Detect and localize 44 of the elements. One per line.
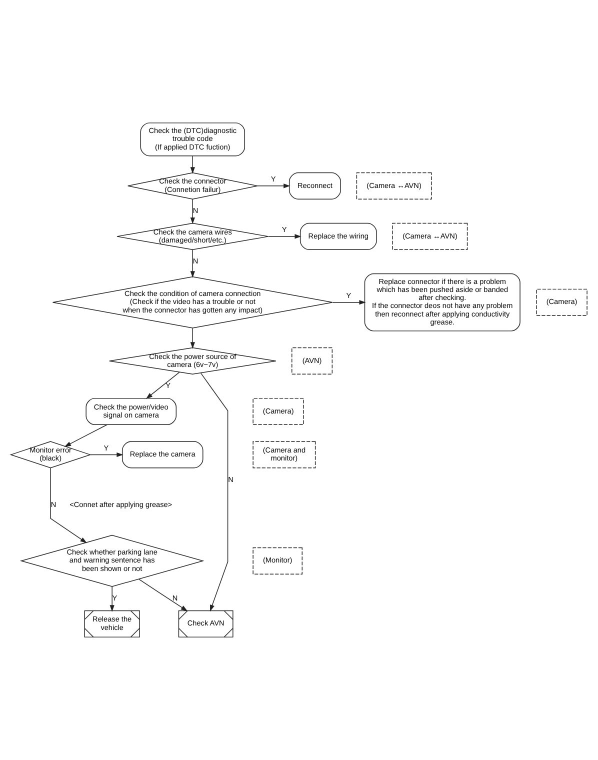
node-diamond: Check whether parking lane and warning sentence has been shown or not (20, 534, 204, 587)
edge-label: N (50, 500, 56, 510)
node-box: (AVN) (292, 347, 333, 374)
node-diamond: Check the condition of camera connection (Check if the video has a trouble or not when the connector has gotten any impact) (52, 276, 333, 328)
arrow (138, 578, 188, 612)
node-box: (Monitor) (252, 547, 302, 574)
arrow (64, 424, 108, 447)
arrow (257, 184, 290, 188)
node-diamond: Check the camera wires (damaged/short/etc.) (116, 222, 269, 250)
arrow (190, 250, 195, 278)
node-diamond: Check the connector (Connetion failur) (128, 172, 258, 200)
arrow (110, 586, 114, 612)
node-diamond: Check the power source of camera (6v~7v) (109, 347, 276, 374)
edge-label: N (172, 593, 178, 602)
arrow (200, 372, 228, 612)
arrow (190, 328, 195, 349)
edge-label: Y (112, 593, 118, 602)
node-box: (Camera ↔AVN) (392, 222, 468, 250)
node-box: (Camera) (252, 398, 304, 426)
node-box: Reconnect (288, 172, 341, 200)
node-box: Replace the camera (122, 441, 204, 468)
edge-label: Y (166, 381, 171, 390)
edge-label: N (192, 256, 198, 266)
edge-label: Y (282, 225, 287, 234)
arrow (190, 198, 195, 224)
arrow (146, 372, 180, 399)
node-box: Check the (DTC)diagnostic trouble code (If applied DTC fuction) (140, 122, 246, 156)
node-box: Replace connector if there is a problem which has been pushed aside or banded after checking. If the connector deos not have any problem then reconnect after applying conductivity grease. (364, 273, 520, 332)
arrow (332, 300, 366, 305)
node-box: (Camera ↔AVN) (356, 172, 432, 200)
edge-label: Y (346, 290, 352, 300)
edge-label: N (228, 474, 234, 484)
node-box: (Camera and monitor) (252, 441, 316, 468)
label: <Connet after applying grease> (70, 500, 172, 510)
edge-label: Y (104, 443, 109, 452)
arrow (190, 156, 195, 174)
arrow (268, 234, 302, 239)
node-box: Check the power/video signal on camera (86, 398, 177, 426)
arrow (50, 468, 87, 544)
node-box: (Camera) (536, 288, 588, 316)
node-box: Replace the wiring (300, 222, 377, 250)
arrow (90, 452, 124, 458)
edge-label: Y (270, 174, 276, 184)
edge-label: N (192, 206, 198, 216)
